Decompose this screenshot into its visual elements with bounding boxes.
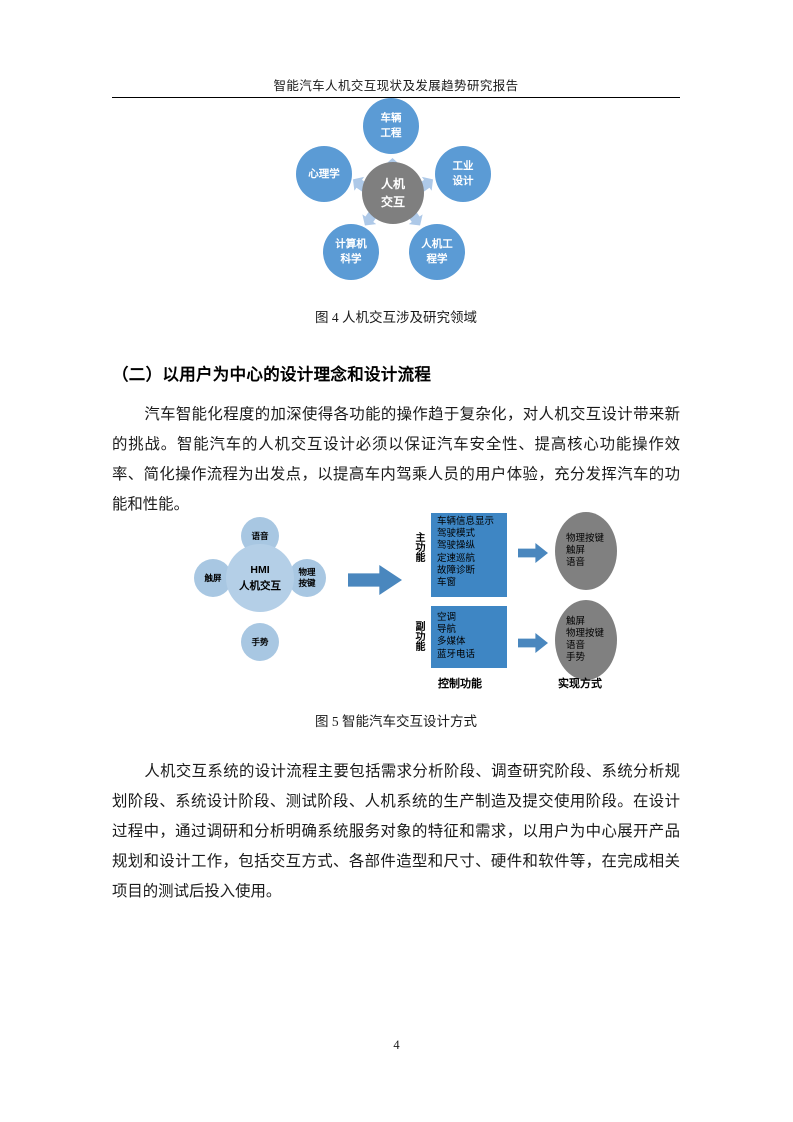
fig5-main-realization-ellipse: 物理按键 触屏 语音 bbox=[555, 512, 617, 590]
fig4-node-computer-science: 计算机 科学 bbox=[323, 224, 379, 280]
fig5-modality-label-line1: 物理 bbox=[298, 567, 316, 577]
fig4-node-line1: 计算机 bbox=[335, 238, 367, 250]
section-heading: （二）以用户为中心的设计理念和设计流程 bbox=[112, 366, 432, 384]
fig5-main-function-item: 故障诊断 bbox=[437, 564, 476, 576]
arrow-right-icon bbox=[518, 633, 548, 653]
running-header-text: 智能汽车人机交互现状及发展趋势研究报告 bbox=[273, 79, 519, 93]
fig5-sub-function-label: 副功能 bbox=[413, 621, 424, 651]
fig5-sub-realization-ellipse: 触屏 物理按键 语音 手势 bbox=[555, 600, 617, 680]
figure-5-hmi-flow-diagram: 语音 物理 按键 手势 触屏 HMI 人机交互 主功能 副功能 车辆信息显示 驾… bbox=[190, 503, 670, 701]
fig4-node-line1: 人机工 bbox=[421, 238, 453, 250]
fig5-hmi-center-node: HMI 人机交互 bbox=[226, 544, 294, 612]
fig4-center-line2: 交互 bbox=[380, 195, 405, 209]
fig5-modality-label: 手势 bbox=[251, 636, 269, 647]
fig5-sub-function-item: 蓝牙电话 bbox=[437, 648, 476, 660]
fig5-sub-function-item: 导航 bbox=[437, 624, 457, 636]
fig5-realization-item: 语音 bbox=[566, 557, 586, 569]
figure-5-caption: 图 5 智能汽车交互设计方式 bbox=[315, 714, 477, 729]
fig4-node-line2: 工程 bbox=[380, 127, 402, 139]
running-header: 智能汽车人机交互现状及发展趋势研究报告 bbox=[112, 78, 680, 94]
fig5-main-function-item: 车辆信息显示 bbox=[437, 516, 495, 527]
fig5-realization-item: 物理按键 bbox=[566, 627, 605, 639]
paragraph-1: 汽车智能化程度的加深使得各功能的操作趋于复杂化，对人机交互设计带来新的挑战。智能… bbox=[112, 400, 680, 520]
fig5-modality-touchscreen: 触屏 bbox=[194, 559, 232, 597]
fig5-main-function-item: 驾驶操纵 bbox=[437, 540, 476, 552]
header-divider bbox=[112, 97, 680, 98]
paragraph-2: 人机交互系统的设计流程主要包括需求分析阶段、调查研究阶段、系统分析规划阶段、系统… bbox=[112, 757, 680, 907]
fig5-realization-item: 语音 bbox=[566, 640, 586, 651]
fig4-node-line1: 心理学 bbox=[308, 167, 340, 180]
fig4-node-line1: 工业 bbox=[452, 160, 474, 172]
fig5-realization-item: 触屏 bbox=[566, 615, 586, 627]
fig4-node-line2: 科学 bbox=[340, 253, 362, 265]
fig5-hmi-subtitle: 人机交互 bbox=[239, 580, 281, 592]
fig5-sub-function-item: 多媒体 bbox=[437, 636, 466, 648]
fig5-sub-function-box: 空调 导航 多媒体 蓝牙电话 bbox=[431, 606, 507, 668]
arrow-right-icon bbox=[348, 565, 402, 595]
fig4-node-industrial-design: 工业 设计 bbox=[435, 146, 491, 202]
fig4-center-line1: 人机 bbox=[380, 177, 405, 191]
paragraph-1-text: 汽车智能化程度的加深使得各功能的操作趋于复杂化，对人机交互设计带来新的挑战。智能… bbox=[112, 406, 680, 513]
fig5-implementation-label: 实现方式 bbox=[558, 678, 602, 690]
fig5-realization-item: 物理按键 bbox=[566, 532, 605, 544]
paragraph-2-text: 人机交互系统的设计流程主要包括需求分析阶段、调查研究阶段、系统分析规划阶段、系统… bbox=[112, 763, 680, 900]
fig4-center-node-hci: 人机 交互 bbox=[362, 162, 424, 224]
fig5-main-function-item: 定速巡航 bbox=[437, 552, 476, 564]
fig4-node-psychology: 心理学 bbox=[296, 146, 352, 202]
fig5-modality-physical-button: 物理 按键 bbox=[288, 559, 326, 597]
fig4-node-ergonomics: 人机工 程学 bbox=[409, 224, 465, 280]
fig4-node-line2: 设计 bbox=[452, 175, 474, 187]
fig5-modality-label: 语音 bbox=[251, 530, 269, 541]
fig5-modality-label-line2: 按键 bbox=[298, 578, 316, 588]
figure-4-caption: 图 4 人机交互涉及研究领域 bbox=[315, 310, 477, 325]
fig5-modality-label: 触屏 bbox=[204, 572, 222, 583]
figure-4-radial-diagram: 车辆 工程 工业 设计 人机工 程学 计算机 科学 心理学 人机 交互 bbox=[283, 98, 513, 290]
fig5-control-function-label: 控制功能 bbox=[438, 678, 482, 690]
page-number: 4 bbox=[393, 1038, 400, 1052]
fig5-main-function-item: 驾驶模式 bbox=[437, 528, 476, 540]
fig5-modality-gesture: 手势 bbox=[241, 623, 279, 661]
fig5-realization-item: 触屏 bbox=[566, 544, 586, 556]
arrow-right-icon bbox=[518, 543, 548, 563]
fig5-main-function-box: 车辆信息显示 驾驶模式 驾驶操纵 定速巡航 故障诊断 车窗 bbox=[431, 513, 507, 597]
fig4-node-line1: 车辆 bbox=[380, 112, 402, 124]
fig5-sub-function-item: 空调 bbox=[437, 612, 457, 623]
fig4-node-vehicle-engineering: 车辆 工程 bbox=[363, 98, 419, 154]
fig5-main-function-label: 主功能 bbox=[413, 532, 424, 562]
fig5-main-function-item: 车窗 bbox=[437, 577, 457, 589]
fig4-node-line2: 程学 bbox=[426, 253, 448, 265]
fig5-realization-item: 手势 bbox=[566, 652, 586, 664]
fig5-hmi-title: HMI bbox=[250, 564, 270, 576]
